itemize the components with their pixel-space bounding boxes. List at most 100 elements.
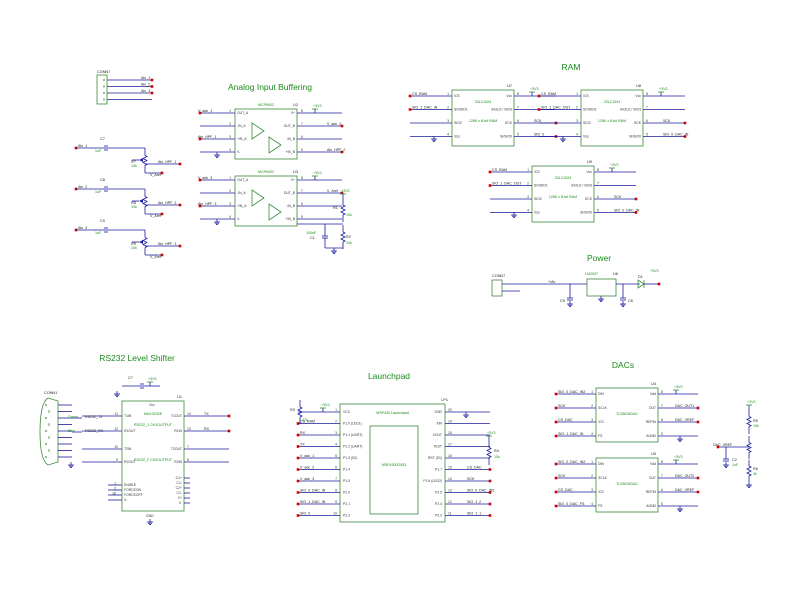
net-endpoint xyxy=(296,468,300,471)
net-label: SIO_1_1 xyxy=(467,512,481,516)
pin-name: Vcc xyxy=(635,94,641,98)
net-endpoint xyxy=(488,491,492,494)
net-endpoint xyxy=(178,244,182,248)
vcc-symbol: +3V3 xyxy=(658,87,668,96)
capacitor xyxy=(140,383,144,389)
pin-number: 9 xyxy=(335,500,337,504)
net-label: SIO_1_DAC_IN xyxy=(412,106,438,110)
chip-part: MAX3232E xyxy=(144,412,163,416)
pin-name: +IN_A xyxy=(237,204,247,208)
pin-number: 1 xyxy=(591,460,593,464)
pin-number: 14 xyxy=(187,412,191,416)
pin-number: 2 xyxy=(591,474,593,478)
chip-part: 23LC1024 xyxy=(555,176,572,180)
pin-number: 4 xyxy=(527,209,529,213)
net-label: SIO_0_DAC_IN xyxy=(663,133,689,137)
net-endpoint xyxy=(178,203,182,207)
pin-name: -IN_A xyxy=(237,191,246,195)
pin-name: /HOLD / SIO3 xyxy=(620,108,641,112)
db9-pin xyxy=(44,455,48,459)
pin-name: DIN xyxy=(598,392,604,396)
pin-number: 7 xyxy=(646,106,648,110)
pin-number: 6 xyxy=(646,119,648,123)
pin-name: -IN_B xyxy=(286,137,295,141)
net-endpoint xyxy=(198,137,202,141)
r-value: 10k xyxy=(346,241,352,245)
chip-part: 23LC1024 xyxy=(475,100,492,104)
pin-number: 6 xyxy=(335,466,337,470)
title-dacs: DACs xyxy=(612,360,634,370)
pin-number: 9 xyxy=(116,458,118,462)
opamp-part: MCP6002 xyxy=(258,103,274,107)
pin-number: 1 xyxy=(229,109,231,113)
pin-name: C1+ xyxy=(176,476,182,480)
pin-number: 7 xyxy=(661,474,663,478)
pin-number: 6 xyxy=(661,418,663,422)
pin-number: 5 xyxy=(335,454,337,458)
max3232-body xyxy=(121,400,185,512)
pin-number: 8 xyxy=(661,390,663,394)
chip-part: 23LC1024 xyxy=(604,100,621,104)
opamp-body xyxy=(234,108,298,160)
filter-capacitor xyxy=(104,145,108,151)
channel-label: RS232_2 CH2OUTPUT xyxy=(134,458,173,462)
pin-name: GND xyxy=(434,410,442,414)
net-endpoint xyxy=(150,91,154,95)
pin-number: 1 xyxy=(229,176,231,180)
net-label: V_adc_1 xyxy=(300,454,314,458)
chip-ref: U1 xyxy=(177,395,182,399)
cap-ref: C6 xyxy=(628,299,633,303)
vcc-symbol: +3V3 xyxy=(312,171,322,180)
pin-number: 1 xyxy=(114,482,116,486)
vcc-label: +3V3 xyxy=(321,403,330,407)
pin-name: C2+ xyxy=(176,486,182,490)
vcc-symbol: +3V3 xyxy=(673,455,683,464)
pot-wiper-arrow xyxy=(139,240,143,244)
pin-name: SCK xyxy=(505,121,513,125)
r-value: 4k xyxy=(753,472,757,476)
net-label: TX xyxy=(204,412,209,416)
net-label: SIO_0_DAC_IN xyxy=(614,209,640,213)
pot-ref: R9 xyxy=(131,242,136,246)
divider-cap xyxy=(322,235,328,239)
cap-value: 1uF xyxy=(95,149,102,153)
pin-name: V+ xyxy=(291,178,295,182)
pin-name: Vdd xyxy=(650,392,656,396)
mcu-inner xyxy=(369,425,419,515)
pin-name: SIO2 xyxy=(454,121,462,125)
pin-name: /CS xyxy=(534,170,540,174)
pin-name: AGND xyxy=(646,504,656,508)
ground-symbol xyxy=(723,462,729,468)
pin-name: SCLK xyxy=(598,476,608,480)
pin-number: 11 xyxy=(448,512,452,516)
pin-name: /HOLD / SIO3 xyxy=(571,184,592,188)
pin-name: SI/SIO0 xyxy=(580,211,592,215)
pin-name: Vss xyxy=(534,211,540,215)
vcc-symbol: +3V3 xyxy=(529,87,539,96)
chip-ref: U9 xyxy=(587,160,592,164)
cap-ref: C5 xyxy=(560,299,565,303)
net-label: Ain_HPF_1 xyxy=(198,135,216,139)
net-label: CS_RAM xyxy=(300,420,315,424)
pin-number: 1 xyxy=(335,408,337,412)
pin-number: 6 xyxy=(301,202,303,206)
pin-number: 8 xyxy=(335,489,337,493)
pot-ref: R8 xyxy=(131,201,136,205)
pin-number: 3 xyxy=(229,135,231,139)
vcc-label: +3V3 xyxy=(313,104,322,108)
pin-name: Vss xyxy=(454,135,460,139)
filter-input-net: Ain_3 xyxy=(78,226,87,230)
pin-number: 2 xyxy=(447,106,449,110)
pin-name: REFIN xyxy=(646,420,657,424)
pin-name: P1.4 xyxy=(343,468,350,472)
net-endpoint xyxy=(408,94,412,98)
db9-pin xyxy=(47,423,51,426)
potentiometer xyxy=(142,148,148,173)
opamp-body xyxy=(234,175,298,227)
ground-symbol xyxy=(677,436,683,442)
diode-ref: D1 xyxy=(638,275,643,279)
pin-number: 16 xyxy=(448,454,452,458)
vcc-symbol: +3V3 xyxy=(340,189,350,198)
